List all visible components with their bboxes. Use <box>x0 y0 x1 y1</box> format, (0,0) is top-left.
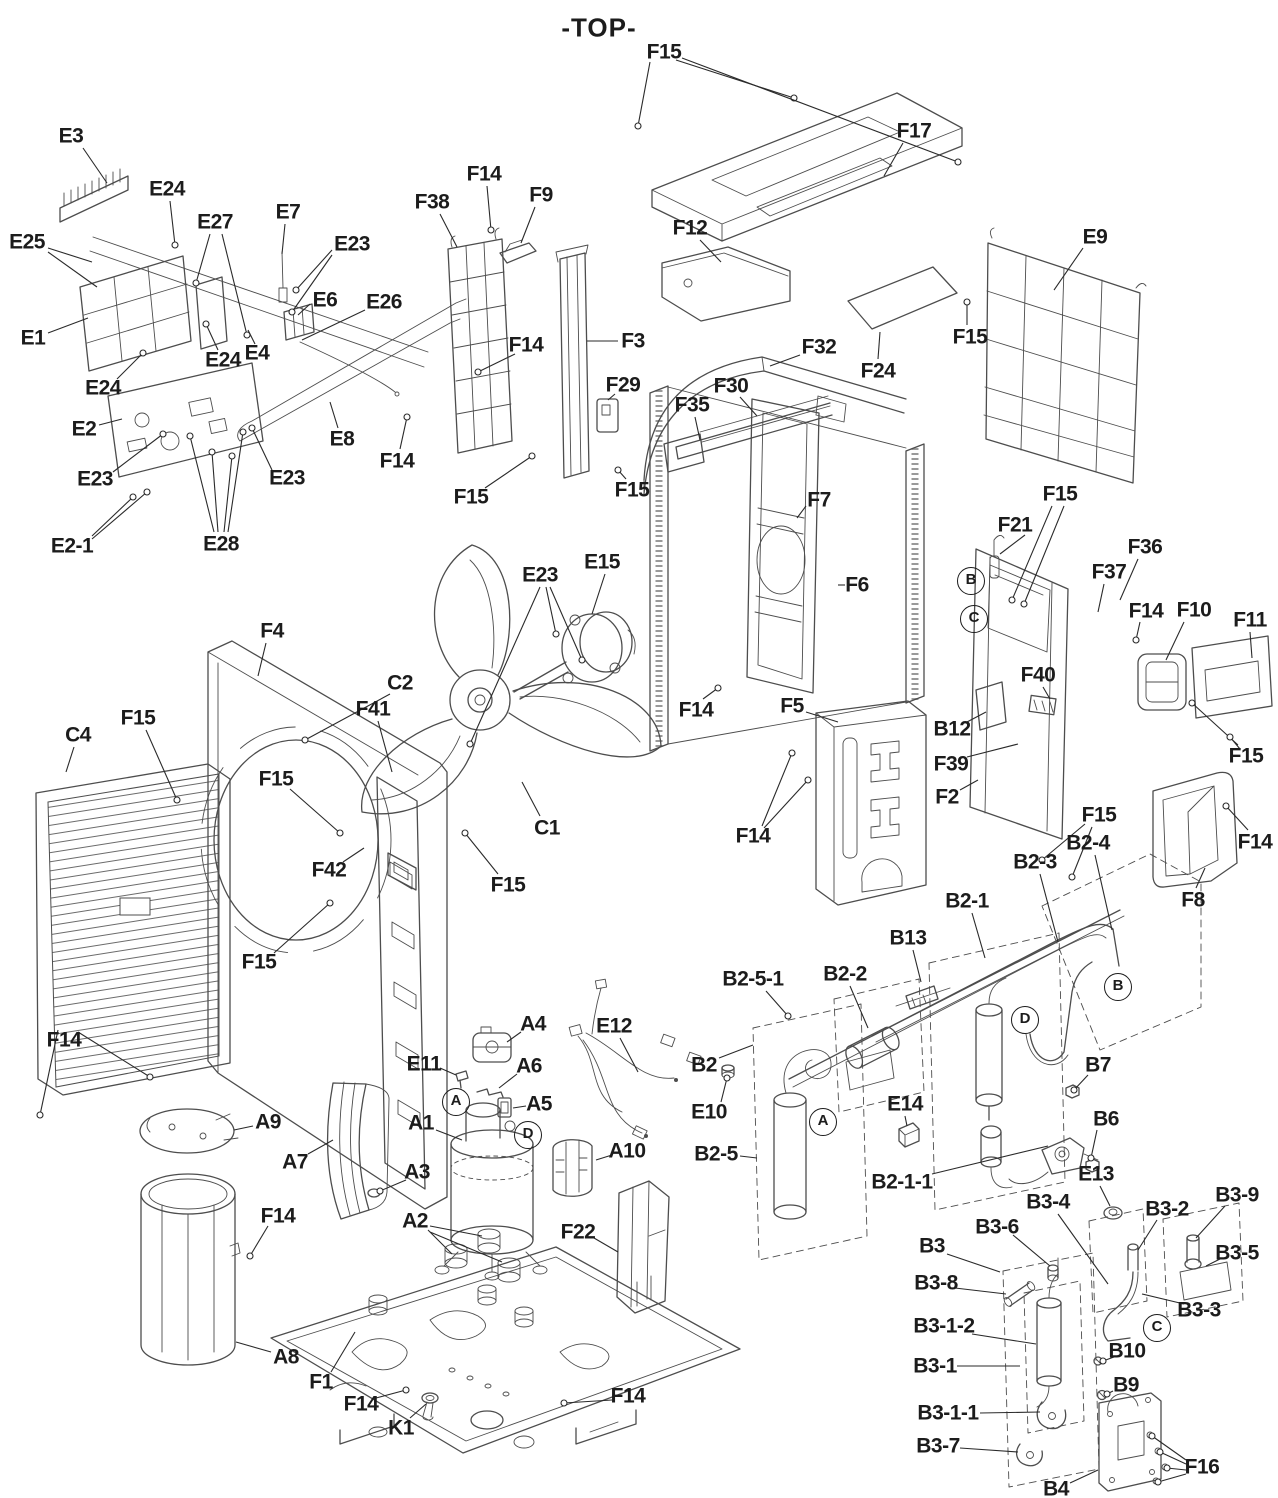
leader-lines <box>36 57 1253 1486</box>
